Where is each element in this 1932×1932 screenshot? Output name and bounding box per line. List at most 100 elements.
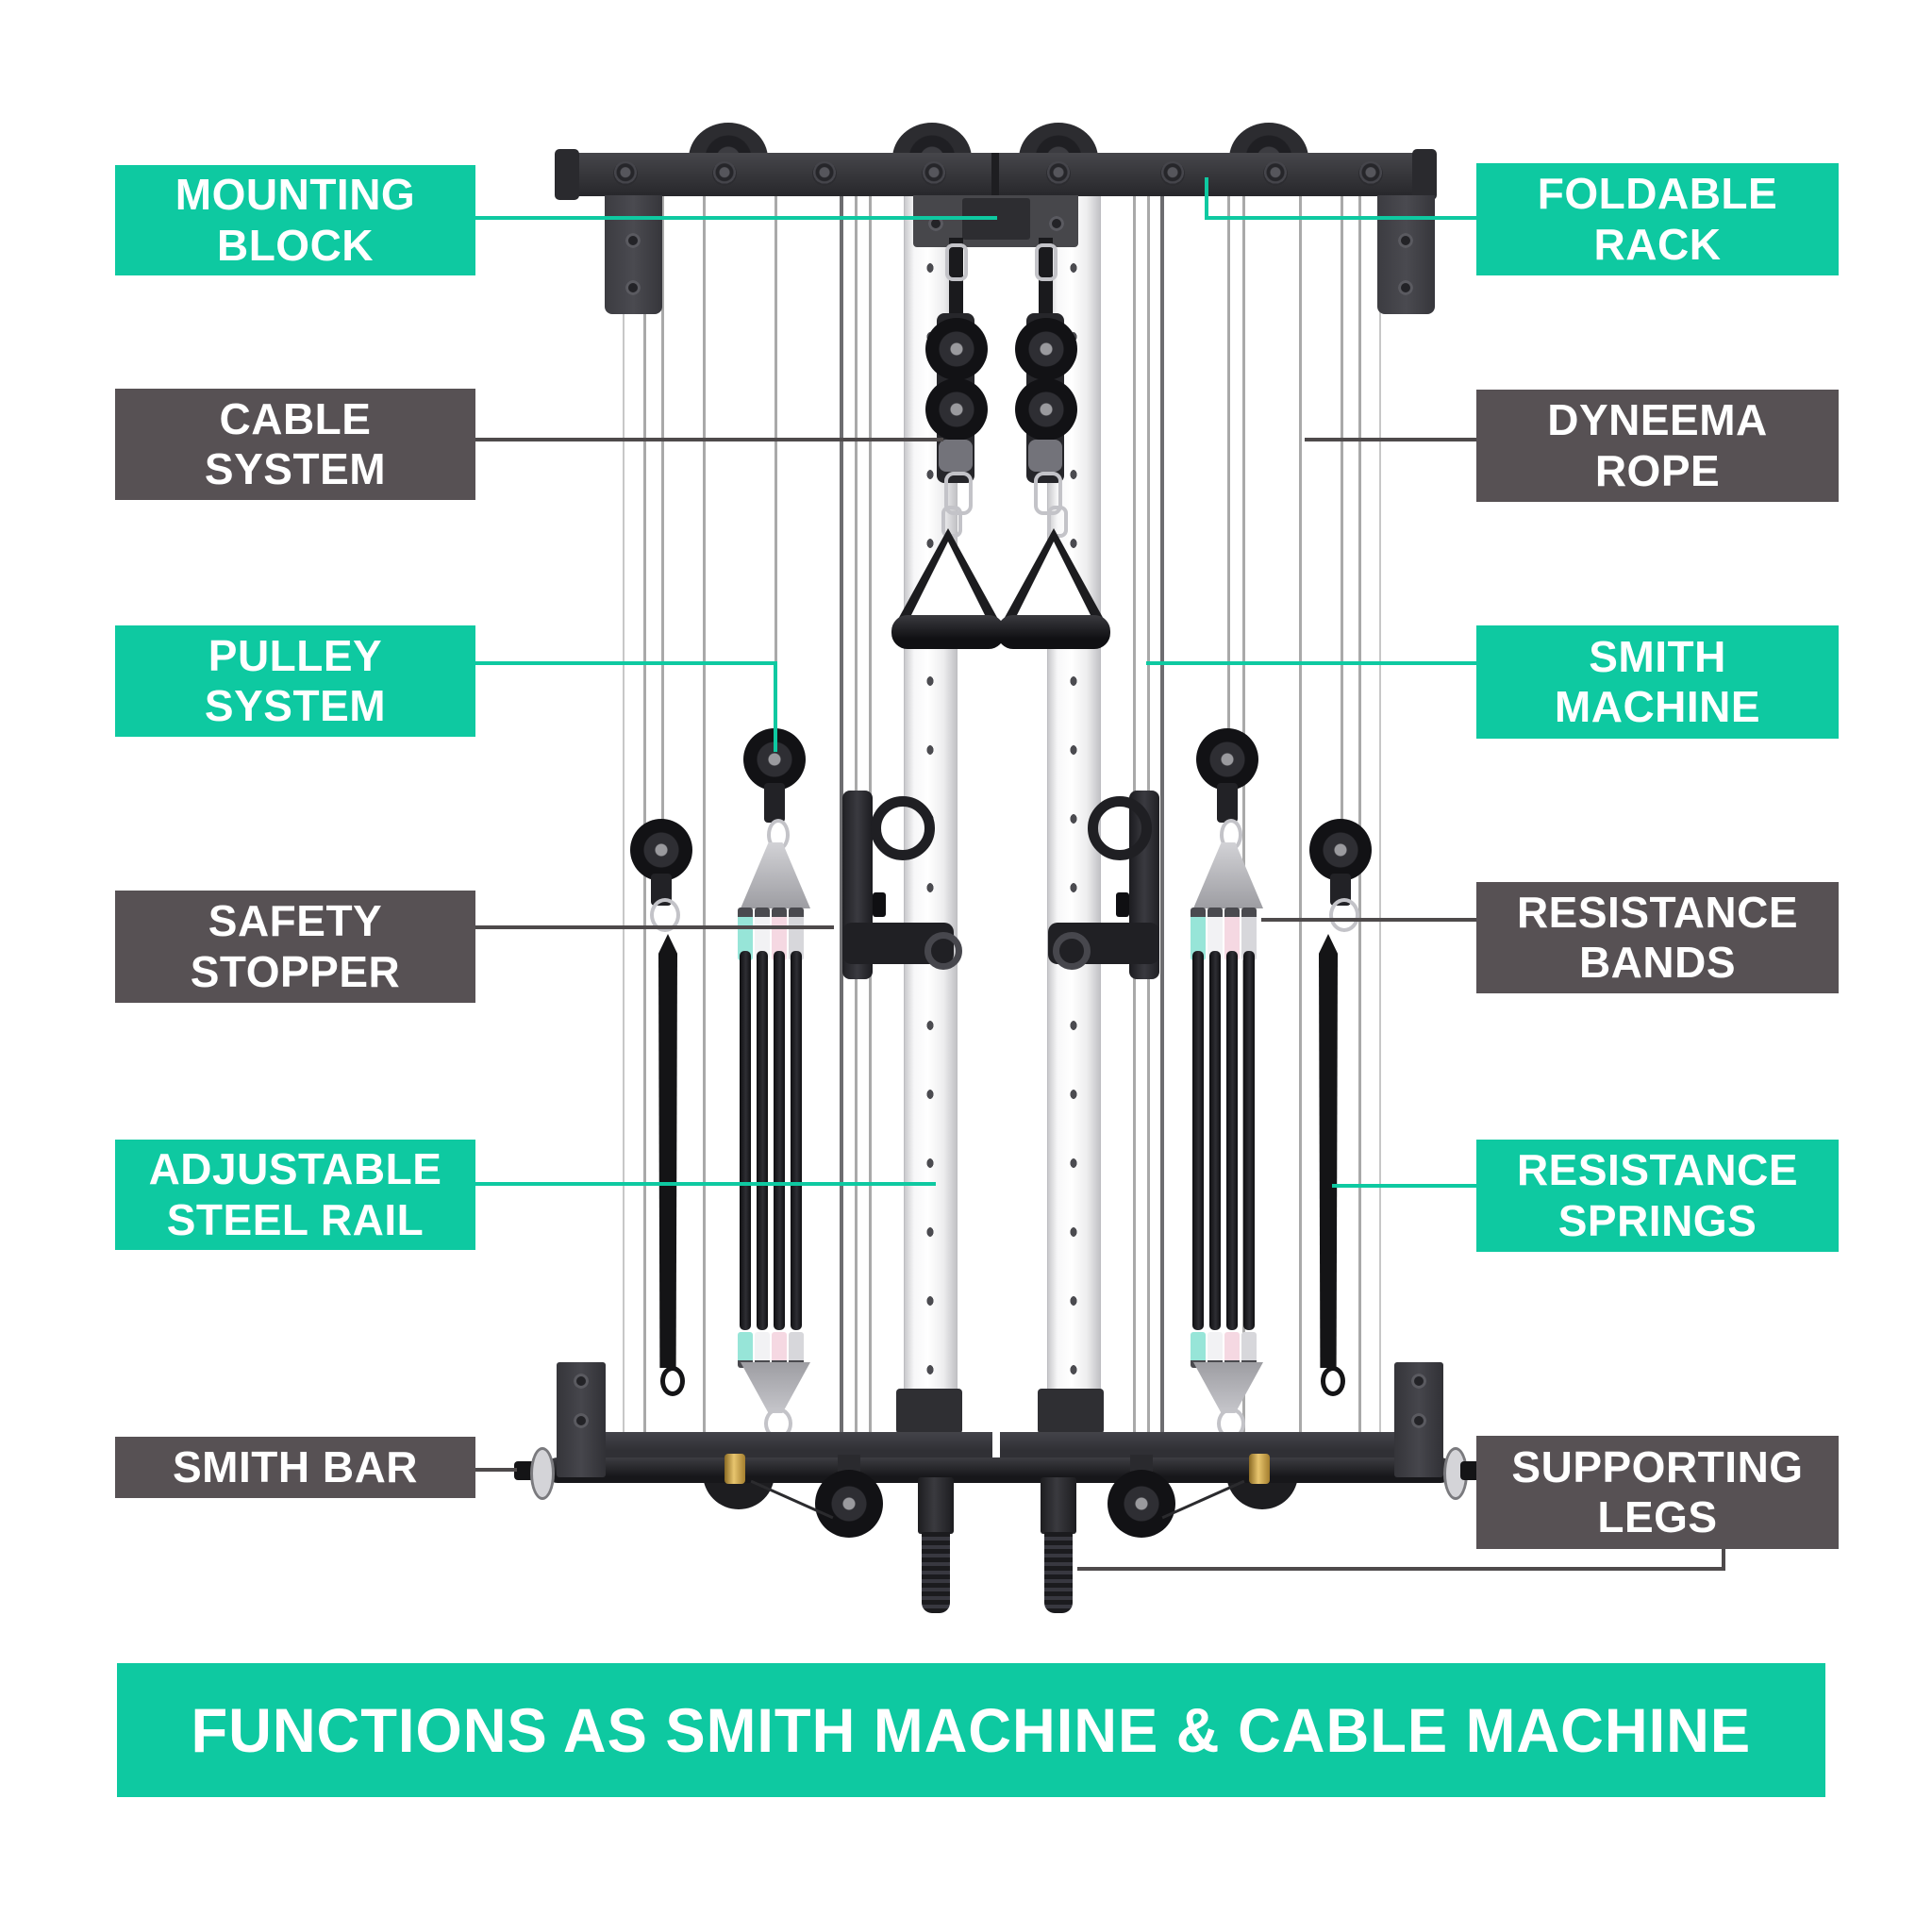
crossbar-seam <box>991 153 999 196</box>
crossbar-bolt <box>812 161 837 186</box>
pulley-wheel-icon <box>925 318 988 380</box>
crossbar-bolt <box>1160 161 1185 186</box>
brass-collar <box>724 1454 745 1484</box>
spring-eyelet <box>660 1366 685 1396</box>
bottom-pulley-right <box>1108 1470 1175 1538</box>
trolley-ring <box>1053 932 1091 970</box>
band-clip <box>1208 908 1223 960</box>
rail-holes <box>1068 196 1079 1435</box>
handle-left-inner <box>911 541 985 615</box>
connector-resistance-bands <box>1261 918 1487 922</box>
label-resistance-springs: RESISTANCE SPRINGS <box>1476 1140 1839 1252</box>
connector-supporting-legs <box>1077 1567 1725 1571</box>
bracket-screw <box>1398 233 1413 248</box>
rail-foot-left <box>896 1389 962 1434</box>
bar-end-cap <box>1460 1461 1481 1480</box>
pulley-system-wheel-right <box>1196 728 1258 791</box>
band-clip <box>1191 908 1206 960</box>
crossbar-bolt <box>613 161 638 186</box>
band-plate-bottom <box>1193 1362 1263 1413</box>
connector-mounting-block <box>475 216 997 220</box>
pulley-wheel-icon <box>1015 378 1077 441</box>
handle-grip-left <box>891 615 1005 649</box>
pulley-wheel-icon <box>925 378 988 441</box>
resistance-band <box>1226 951 1238 1330</box>
carabiner-icon <box>1035 243 1058 281</box>
trolley-clamp-left <box>871 796 935 860</box>
trolley-knob <box>873 892 886 917</box>
connector-smith-machine <box>1146 661 1477 665</box>
pulley-wheel-icon <box>1015 318 1077 380</box>
cable-line <box>703 195 706 1432</box>
connector-dyneema-rope <box>1305 438 1477 441</box>
cable-line <box>643 195 646 1432</box>
pulley-wheel-small-left <box>630 819 692 881</box>
label-dyneema-rope: DYNEEMA ROPE <box>1476 390 1839 502</box>
supporting-leg-right <box>1041 1477 1076 1534</box>
supporting-leg-left-grip <box>922 1532 950 1613</box>
bracket-screw <box>625 280 641 295</box>
band-clip <box>772 908 787 960</box>
bracket-screw <box>1398 280 1413 295</box>
cable-line <box>1227 195 1230 736</box>
crossbar-bolt <box>922 161 946 186</box>
cable-line <box>661 195 664 825</box>
rail-foot-right <box>1038 1389 1104 1434</box>
resistance-band <box>791 951 802 1330</box>
connector-resistance-springs <box>1332 1184 1487 1188</box>
resistance-band <box>774 951 785 1330</box>
resistance-band <box>1209 951 1221 1330</box>
crossbar-bolt <box>712 161 737 186</box>
cable-line <box>1299 195 1302 1432</box>
brass-collar <box>1249 1454 1270 1484</box>
handle-grip-right <box>997 615 1110 649</box>
supporting-leg-right-grip <box>1044 1532 1073 1613</box>
crossbar-end-right <box>1412 149 1437 200</box>
label-smith-machine: SMITH MACHINE <box>1476 625 1839 739</box>
cable-line <box>840 195 843 1432</box>
label-adjustable-steel-rail: ADJUSTABLE STEEL RAIL <box>115 1140 475 1250</box>
smith-bar-part <box>545 1457 1453 1483</box>
resistance-band <box>1192 951 1204 1330</box>
cable-line <box>1160 195 1164 1432</box>
band-clip <box>1241 908 1257 960</box>
label-resistance-bands: RESISTANCE BANDS <box>1476 882 1839 993</box>
crossbar-bolt <box>1263 161 1288 186</box>
connector-foldable-rack <box>1205 216 1476 220</box>
bar-washer <box>530 1447 555 1500</box>
bottom-rail <box>575 1432 1424 1458</box>
trolley-ring <box>924 932 962 970</box>
band-plate-bottom <box>741 1362 810 1413</box>
wall-bracket-top-right <box>1377 195 1435 314</box>
banner-text: FUNCTIONS AS SMITH MACHINE & CABLE MACHI… <box>191 1695 1752 1765</box>
resistance-band <box>757 951 768 1330</box>
bracket-screw <box>574 1413 589 1428</box>
connector-adjustable-steel-rail <box>474 1182 936 1186</box>
pulley-bracket <box>764 783 785 823</box>
banner-title: FUNCTIONS AS SMITH MACHINE & CABLE MACHI… <box>117 1663 1825 1797</box>
pulley-bracket <box>1217 783 1238 823</box>
cable-line <box>774 195 777 736</box>
trolley-clamp-right <box>1088 796 1152 860</box>
rubber-damper <box>1028 440 1062 472</box>
resistance-spring-left <box>658 934 677 1368</box>
label-supporting-legs: SUPPORTING LEGS <box>1476 1436 1839 1549</box>
pulley-wheel-small-right <box>1309 819 1372 881</box>
pulley-bracket <box>1330 874 1351 906</box>
label-foldable-rack: FOLDABLE RACK <box>1476 163 1839 275</box>
crossbar-bolt <box>1046 161 1071 186</box>
cable-line <box>1358 195 1361 1432</box>
resistance-band <box>740 951 751 1330</box>
bracket-screw <box>1411 1413 1426 1428</box>
connector-pulley-system-v <box>774 661 777 752</box>
bracket-screw <box>1411 1374 1426 1389</box>
trolley-knob <box>1116 892 1129 917</box>
bottom-rail-seam <box>992 1432 1000 1458</box>
bracket-screw <box>1049 216 1064 231</box>
spring-eyelet <box>1321 1366 1345 1396</box>
resistance-band <box>1243 951 1255 1330</box>
rubber-damper <box>939 440 973 472</box>
shackle-icon <box>1329 898 1359 932</box>
band-clip <box>755 908 770 960</box>
